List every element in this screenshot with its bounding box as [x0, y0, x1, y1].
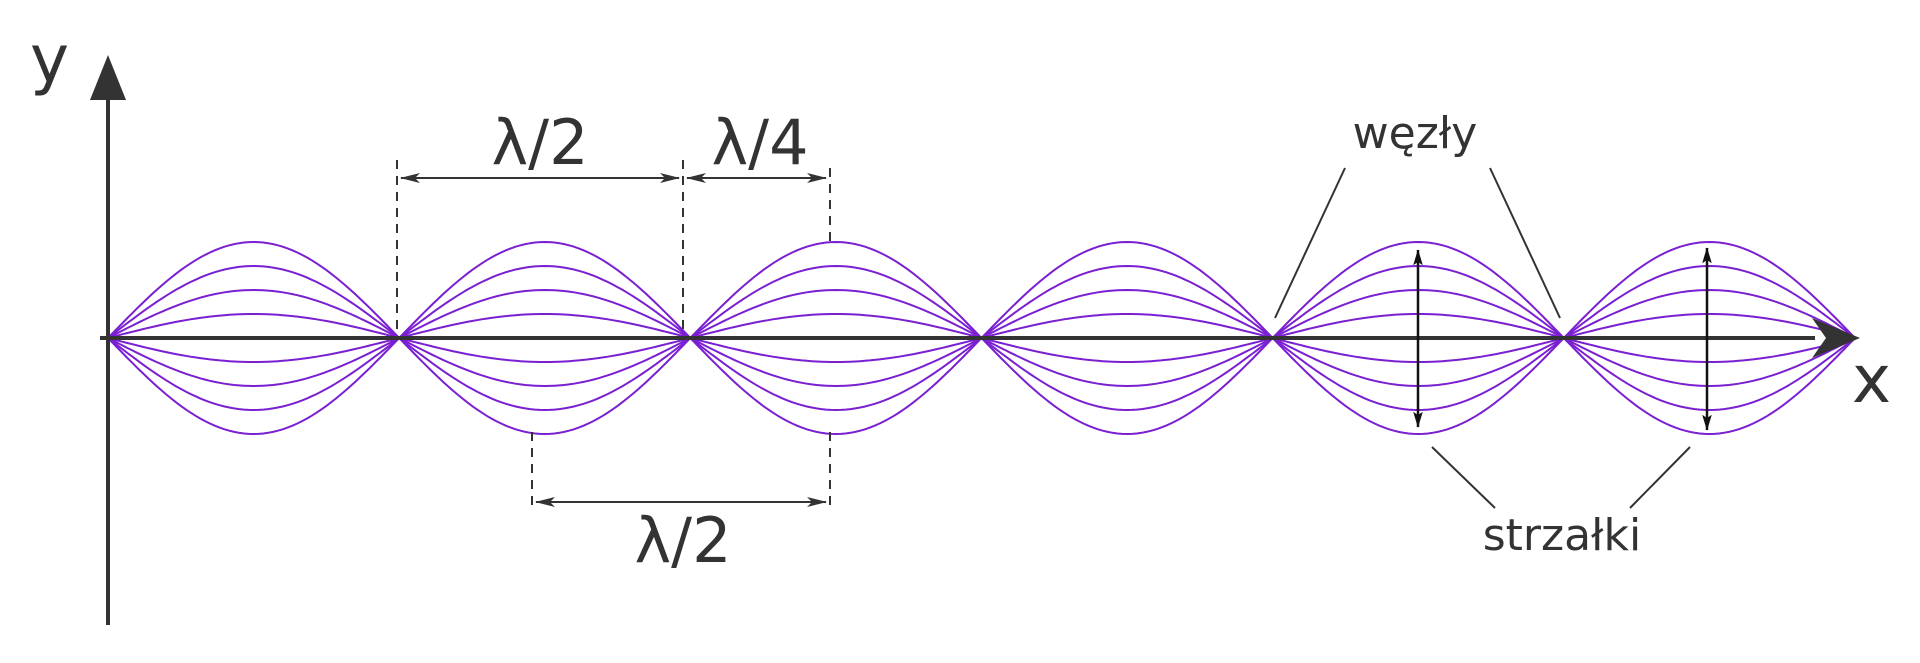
wave-loop-1-lower-4: [107, 337, 400, 436]
wave-loop-4-lower-3: [980, 337, 1274, 412]
wave-loop-3-lower-3: [689, 337, 983, 412]
dimension-arrows: [400, 173, 827, 507]
dashed-guides: [396, 160, 831, 505]
quarter-wavelength-label: λ/4: [711, 106, 808, 179]
wave-loop-1-upper-4: [107, 240, 400, 339]
wave-loop-5-lower-4: [1271, 337, 1565, 436]
wave-loop-3-lower-1: [690, 337, 982, 363]
wave-loop-6-upper-4: [1563, 240, 1856, 339]
nodes-leader-right: [1489, 167, 1561, 319]
wave-loop-4-upper-2: [981, 288, 1274, 339]
wave-loop-1-lower-2: [107, 337, 400, 388]
axes: [90, 55, 1860, 625]
wave-loop-5-upper-4: [1271, 240, 1565, 339]
nodes-leader-left: [1274, 167, 1346, 319]
wave-loop-4-lower-1: [981, 337, 1273, 363]
wave-loop-3-upper-2: [689, 288, 982, 339]
wave-loop-6-upper-1: [1563, 313, 1856, 339]
wave-loop-4-lower-2: [981, 337, 1274, 388]
wave-loop-1-upper-1: [107, 313, 400, 339]
wave-loop-3-lower-4: [689, 337, 983, 436]
wave-loop-2-upper-2: [398, 288, 691, 339]
wave-loop-2-lower-2: [398, 337, 691, 388]
wave-loop-4-upper-3: [980, 264, 1274, 339]
wave-loop-4-upper-4: [980, 240, 1274, 339]
wave-loop-2-lower-3: [398, 337, 691, 412]
antinodes-label: strzałki: [1483, 510, 1642, 561]
wave-loop-2-upper-4: [398, 240, 692, 339]
wave-loop-2-upper-1: [398, 313, 691, 339]
callout-leaders: [1274, 167, 1691, 509]
half-wavelength-top-label: λ/2: [491, 106, 588, 179]
wave-loop-6-lower-4: [1563, 337, 1856, 436]
standing-wave-curves: [107, 240, 1856, 436]
y-axis-arrowhead: [90, 55, 126, 100]
wave-loop-4-upper-1: [981, 313, 1273, 339]
wave-loop-3-lower-2: [689, 337, 982, 388]
wave-loop-2-upper-3: [398, 264, 691, 339]
wave-loop-1-lower-3: [107, 337, 400, 412]
wave-loop-1-lower-1: [107, 337, 400, 363]
wave-loop-3-upper-1: [690, 313, 982, 339]
wave-loop-4-lower-4: [980, 337, 1274, 436]
x-axis-arrowhead: [1812, 318, 1860, 358]
antinodes-leader-right: [1629, 446, 1691, 509]
antinodes-leader-left: [1431, 446, 1496, 509]
half-wavelength-bottom-label: λ/2: [634, 504, 731, 577]
wave-loop-1-upper-2: [107, 288, 400, 339]
wave-loop-3-upper-3: [689, 264, 983, 339]
wave-loop-3-upper-4: [689, 240, 983, 339]
wave-loop-1-upper-3: [107, 264, 400, 339]
wave-loop-2-lower-1: [398, 337, 691, 363]
y-axis-label: y: [30, 21, 69, 98]
nodes-label: węzły: [1353, 108, 1478, 159]
antinode-amplitude-arrows: [1413, 247, 1712, 431]
wave-loop-2-lower-4: [398, 337, 692, 436]
x-axis-label: x: [1852, 341, 1891, 418]
wave-loop-6-lower-1: [1563, 337, 1856, 363]
